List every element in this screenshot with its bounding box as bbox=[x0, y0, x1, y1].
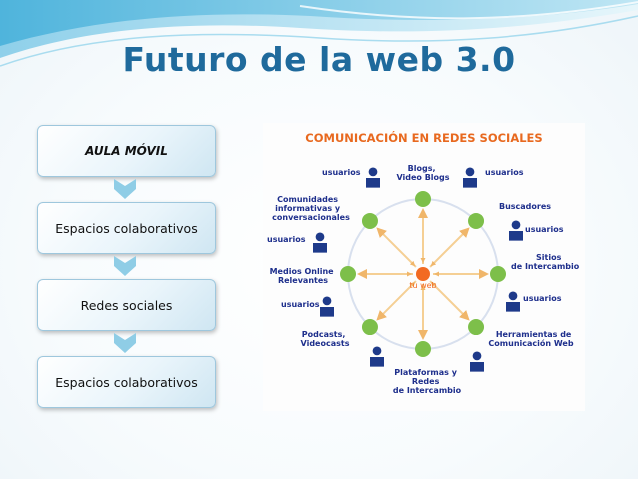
user-icon bbox=[313, 232, 327, 253]
chevron-down-icon bbox=[114, 333, 136, 353]
user-icon bbox=[366, 167, 380, 188]
network-nodes bbox=[340, 191, 506, 357]
svg-text:usuarios: usuarios bbox=[267, 235, 306, 244]
header-waves bbox=[0, 0, 638, 67]
user-group-left: usuarios bbox=[267, 232, 327, 253]
spoke-arrow bbox=[429, 280, 470, 321]
flow-step-aula-movil: AULA MÓVIL bbox=[37, 125, 216, 177]
node-blogs bbox=[415, 191, 431, 207]
label-medios: Medios Online Relevantes bbox=[270, 267, 337, 285]
user-icon bbox=[509, 220, 523, 241]
node-buscadores bbox=[468, 212, 485, 229]
label-blogs: Blogs, Video Blogs bbox=[396, 164, 449, 182]
spoke-arrows bbox=[357, 208, 489, 340]
user-icon bbox=[370, 346, 384, 367]
user-icon bbox=[506, 291, 520, 312]
node-sitios bbox=[490, 266, 506, 282]
diagram-canvas: COMUNICACIÓN EN REDES SOCIALES tu web Bl… bbox=[267, 130, 580, 395]
chevron-down-icon bbox=[114, 179, 136, 199]
chevron-down-icon bbox=[114, 256, 136, 276]
user-group-top-left: usuarios bbox=[322, 167, 380, 188]
diagram-title: COMUNICACIÓN EN REDES SOCIALES bbox=[305, 130, 542, 145]
label-podcasts: Podcasts, Videocasts bbox=[301, 330, 350, 348]
center-label: tu web bbox=[409, 281, 436, 290]
spoke-arrow bbox=[376, 280, 417, 321]
node-herramientas bbox=[468, 319, 485, 336]
flow-step-espacios-2: Espacios colaborativos bbox=[37, 356, 216, 408]
svg-text:usuarios: usuarios bbox=[485, 168, 524, 177]
user-group-top-right: usuarios bbox=[463, 167, 524, 188]
node-medios bbox=[340, 266, 356, 282]
node-comunidades bbox=[361, 212, 378, 229]
user-group-right: usuarios bbox=[509, 220, 564, 241]
center-node bbox=[416, 267, 430, 281]
svg-text:usuarios: usuarios bbox=[322, 168, 361, 177]
flow-step-espacios-1: Espacios colaborativos bbox=[37, 202, 216, 254]
label-sitios: Sitios de Intercambio bbox=[511, 253, 580, 271]
svg-text:usuarios: usuarios bbox=[525, 225, 564, 234]
node-plataformas bbox=[415, 341, 431, 357]
flow-step-redes-sociales: Redes sociales bbox=[37, 279, 216, 331]
user-icon bbox=[320, 296, 334, 317]
label-plataformas: Plataformas y Redes de Intercambio bbox=[393, 368, 462, 395]
node-podcasts bbox=[361, 319, 378, 336]
label-comunidades: Comunidades informativas y conversaciona… bbox=[272, 195, 350, 222]
user-icon bbox=[470, 351, 484, 372]
slide-title: Futuro de la web 3.0 bbox=[122, 40, 516, 79]
label-buscadores: Buscadores bbox=[499, 202, 551, 211]
spoke-arrow bbox=[429, 227, 470, 268]
social-network-diagram: COMUNICACIÓN EN REDES SOCIALES tu web Bl… bbox=[263, 123, 585, 411]
user-icon bbox=[463, 167, 477, 188]
svg-text:usuarios: usuarios bbox=[523, 294, 562, 303]
user-group-left-lower: usuarios bbox=[281, 296, 334, 317]
label-herramientas: Herramientas de Comunicación Web bbox=[488, 330, 574, 348]
user-group-right-lower: usuarios bbox=[506, 291, 562, 312]
svg-text:usuarios: usuarios bbox=[281, 300, 320, 309]
spoke-arrow bbox=[376, 227, 417, 268]
